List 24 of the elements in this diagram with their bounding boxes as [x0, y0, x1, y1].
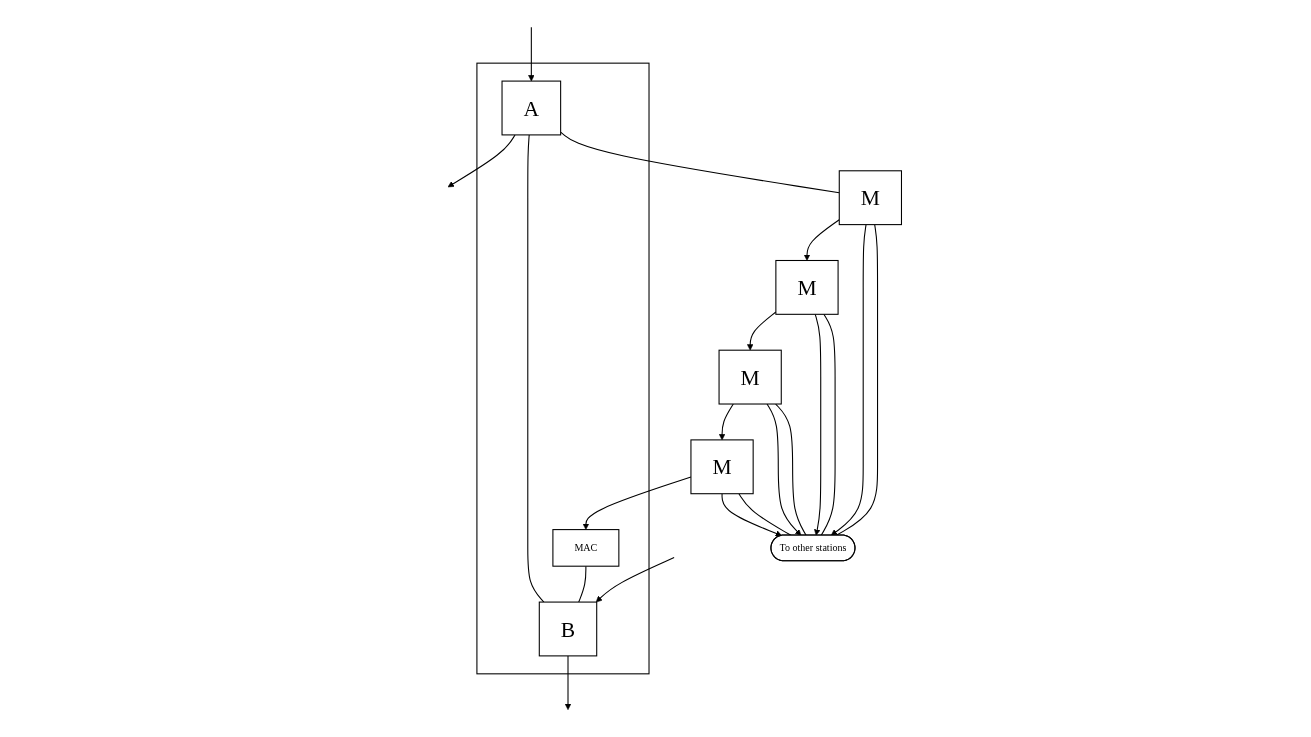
connector — [821, 313, 836, 536]
arrow — [448, 134, 516, 188]
arrow — [528, 26, 535, 82]
arrow — [814, 313, 822, 536]
node-box: A — [501, 80, 562, 136]
arrow — [596, 557, 676, 603]
node-box: B — [539, 601, 598, 657]
arrow — [721, 493, 783, 537]
arrow — [565, 655, 572, 710]
node-box: M — [690, 439, 755, 495]
connector — [527, 134, 545, 603]
connector — [578, 565, 587, 603]
arrow — [747, 311, 777, 351]
arrow — [831, 224, 867, 536]
arrow — [583, 476, 692, 530]
node-box: MAC — [552, 529, 620, 567]
cluster — [476, 62, 650, 675]
connector — [775, 403, 807, 536]
arrow — [719, 403, 735, 441]
node-box: M — [718, 349, 783, 405]
node-box: M — [839, 170, 903, 226]
connector — [836, 224, 879, 536]
arrow — [766, 403, 802, 536]
node-box: M — [775, 259, 839, 315]
